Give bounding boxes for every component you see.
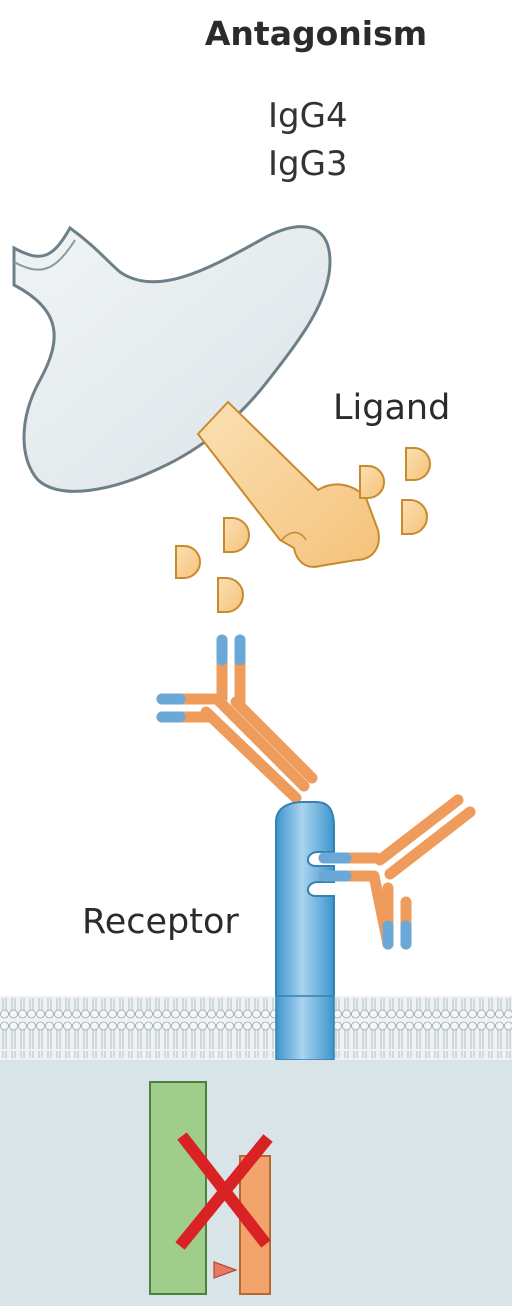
receptor [276, 802, 334, 1022]
diagram-title: Antagonism [0, 14, 512, 53]
subtype-igg4: IgG4 [268, 96, 348, 136]
cell-membrane [0, 996, 512, 1060]
antibody-free [162, 640, 312, 798]
ligand-presenting-cell [14, 227, 330, 492]
subtype-igg3: IgG3 [268, 144, 348, 184]
receptor-label: Receptor [82, 902, 239, 942]
ligand-label: Ligand [333, 388, 450, 428]
antibody-bound-to-receptor [324, 800, 470, 944]
